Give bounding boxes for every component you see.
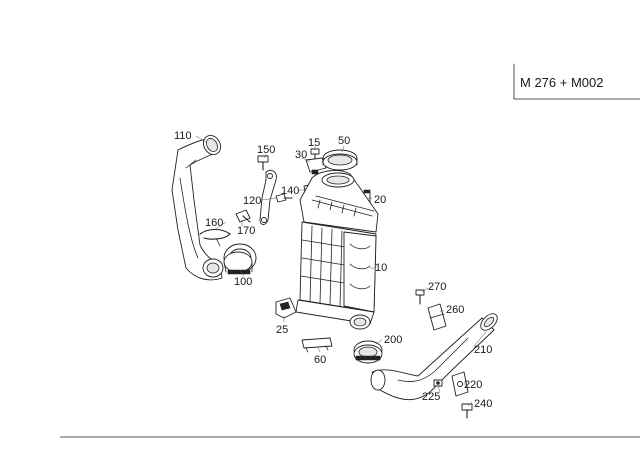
- part-120-bracket[interactable]: [259, 169, 293, 225]
- label-15[interactable]: 15: [308, 137, 320, 149]
- part-225-nut[interactable]: [433, 379, 443, 387]
- part-240-bolt[interactable]: [461, 403, 473, 419]
- part-10-charge-air-cooler[interactable]: [295, 170, 379, 330]
- part-110-charge-air-hose[interactable]: [171, 132, 224, 281]
- label-200[interactable]: 200: [384, 334, 402, 346]
- part-25-mount[interactable]: [275, 297, 297, 319]
- label-170[interactable]: 170: [237, 225, 255, 237]
- part-220-bracket[interactable]: [451, 371, 469, 397]
- label-50[interactable]: 50: [338, 135, 350, 147]
- part-150-bolt[interactable]: [257, 155, 269, 171]
- part-170-screw[interactable]: [235, 209, 251, 223]
- leader-lines: [195, 135, 487, 407]
- label-60[interactable]: 60: [314, 354, 326, 366]
- part-260-bracket[interactable]: [427, 303, 447, 331]
- label-270[interactable]: 270: [428, 281, 446, 293]
- label-160[interactable]: 160: [205, 217, 223, 229]
- label-25[interactable]: 25: [276, 324, 288, 336]
- part-270-bolt[interactable]: [415, 289, 425, 305]
- label-120[interactable]: 120: [243, 195, 261, 207]
- part-50-seal-ring[interactable]: [322, 149, 358, 171]
- label-10[interactable]: 10: [375, 262, 387, 274]
- label-220[interactable]: 220: [464, 379, 482, 391]
- part-200-clamp[interactable]: [353, 340, 383, 364]
- part-210-charge-air-hose[interactable]: [370, 311, 500, 401]
- label-150[interactable]: 150: [257, 144, 275, 156]
- label-140[interactable]: 140: [281, 185, 299, 197]
- label-20[interactable]: 20: [374, 194, 386, 206]
- part-100-clamp[interactable]: [223, 243, 257, 275]
- label-225[interactable]: 225: [422, 391, 440, 403]
- label-30[interactable]: 30: [295, 149, 307, 161]
- label-100[interactable]: 100: [234, 276, 252, 288]
- model-code: M 276 + M002: [520, 75, 603, 90]
- part-160-clip[interactable]: [199, 228, 231, 247]
- label-210[interactable]: 210: [474, 344, 492, 356]
- label-110[interactable]: 110: [174, 130, 192, 142]
- label-260[interactable]: 260: [446, 304, 464, 316]
- part-labels: 110 150 15 50 30 140 120 20 160 170 10 1…: [174, 130, 492, 410]
- label-240[interactable]: 240: [474, 398, 492, 410]
- part-60-bracket[interactable]: [301, 337, 333, 353]
- model-code-box: M 276 + M002: [513, 63, 640, 100]
